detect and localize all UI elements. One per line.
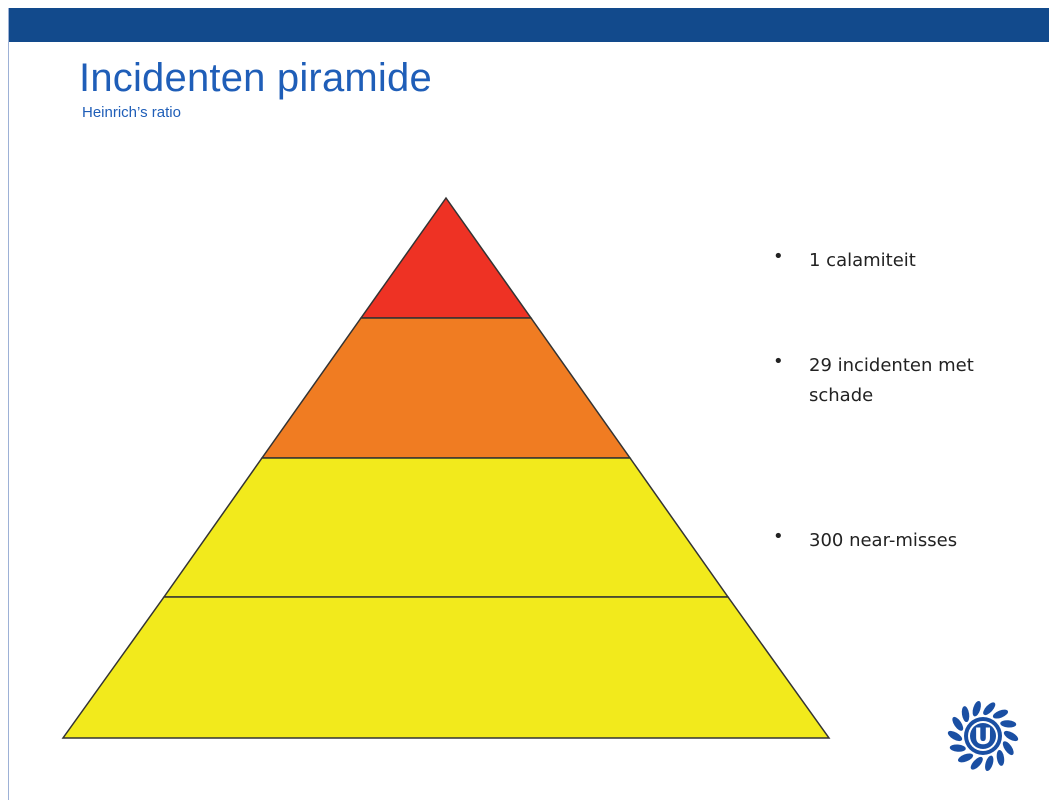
logo-ray <box>949 744 966 752</box>
bullet-text-near-misses: 300 near-misses <box>809 530 958 551</box>
list-item: • 29 incidenten met schade <box>769 351 1039 411</box>
bullet-marker: • <box>773 526 784 547</box>
logo-ray <box>961 706 970 723</box>
slide: Incidenten piramide Heinrich’s ratio • 1… <box>8 8 1049 800</box>
sun-logo-icon: U <box>947 700 1019 772</box>
top-banner <box>9 8 1049 42</box>
bullet-text-calamiteit: 1 calamiteit <box>809 250 916 271</box>
incident-pyramid <box>61 196 831 739</box>
logo-ray <box>972 700 981 717</box>
logo-ray <box>952 716 964 731</box>
logo-ray <box>996 749 1005 766</box>
list-item: • 300 near-misses <box>769 526 1039 556</box>
bullet-marker: • <box>773 246 784 267</box>
slide-subtitle: Heinrich’s ratio <box>82 104 181 121</box>
list-item: • 1 calamiteit <box>769 246 1039 276</box>
pyramid-level-upper-middle <box>260 317 632 459</box>
pyramid-level-top <box>359 196 533 319</box>
slide-title: Incidenten piramide <box>79 56 432 100</box>
logo-ray <box>970 756 983 770</box>
bullet-marker: • <box>773 351 784 372</box>
pyramid-level-base <box>61 596 831 739</box>
logo-ray <box>1003 730 1019 742</box>
logo-ray <box>985 755 994 772</box>
logo-letter: U <box>974 725 992 750</box>
bullet-text-incidenten: 29 incidenten met schade <box>809 355 974 406</box>
logo-ray <box>957 753 974 763</box>
logo-ray <box>992 709 1009 719</box>
pyramid-level-lower-middle <box>162 457 730 598</box>
logo-ray <box>983 702 996 716</box>
logo-ray <box>947 730 963 742</box>
logo-ray <box>1002 741 1014 756</box>
logo-ray <box>1000 720 1017 728</box>
